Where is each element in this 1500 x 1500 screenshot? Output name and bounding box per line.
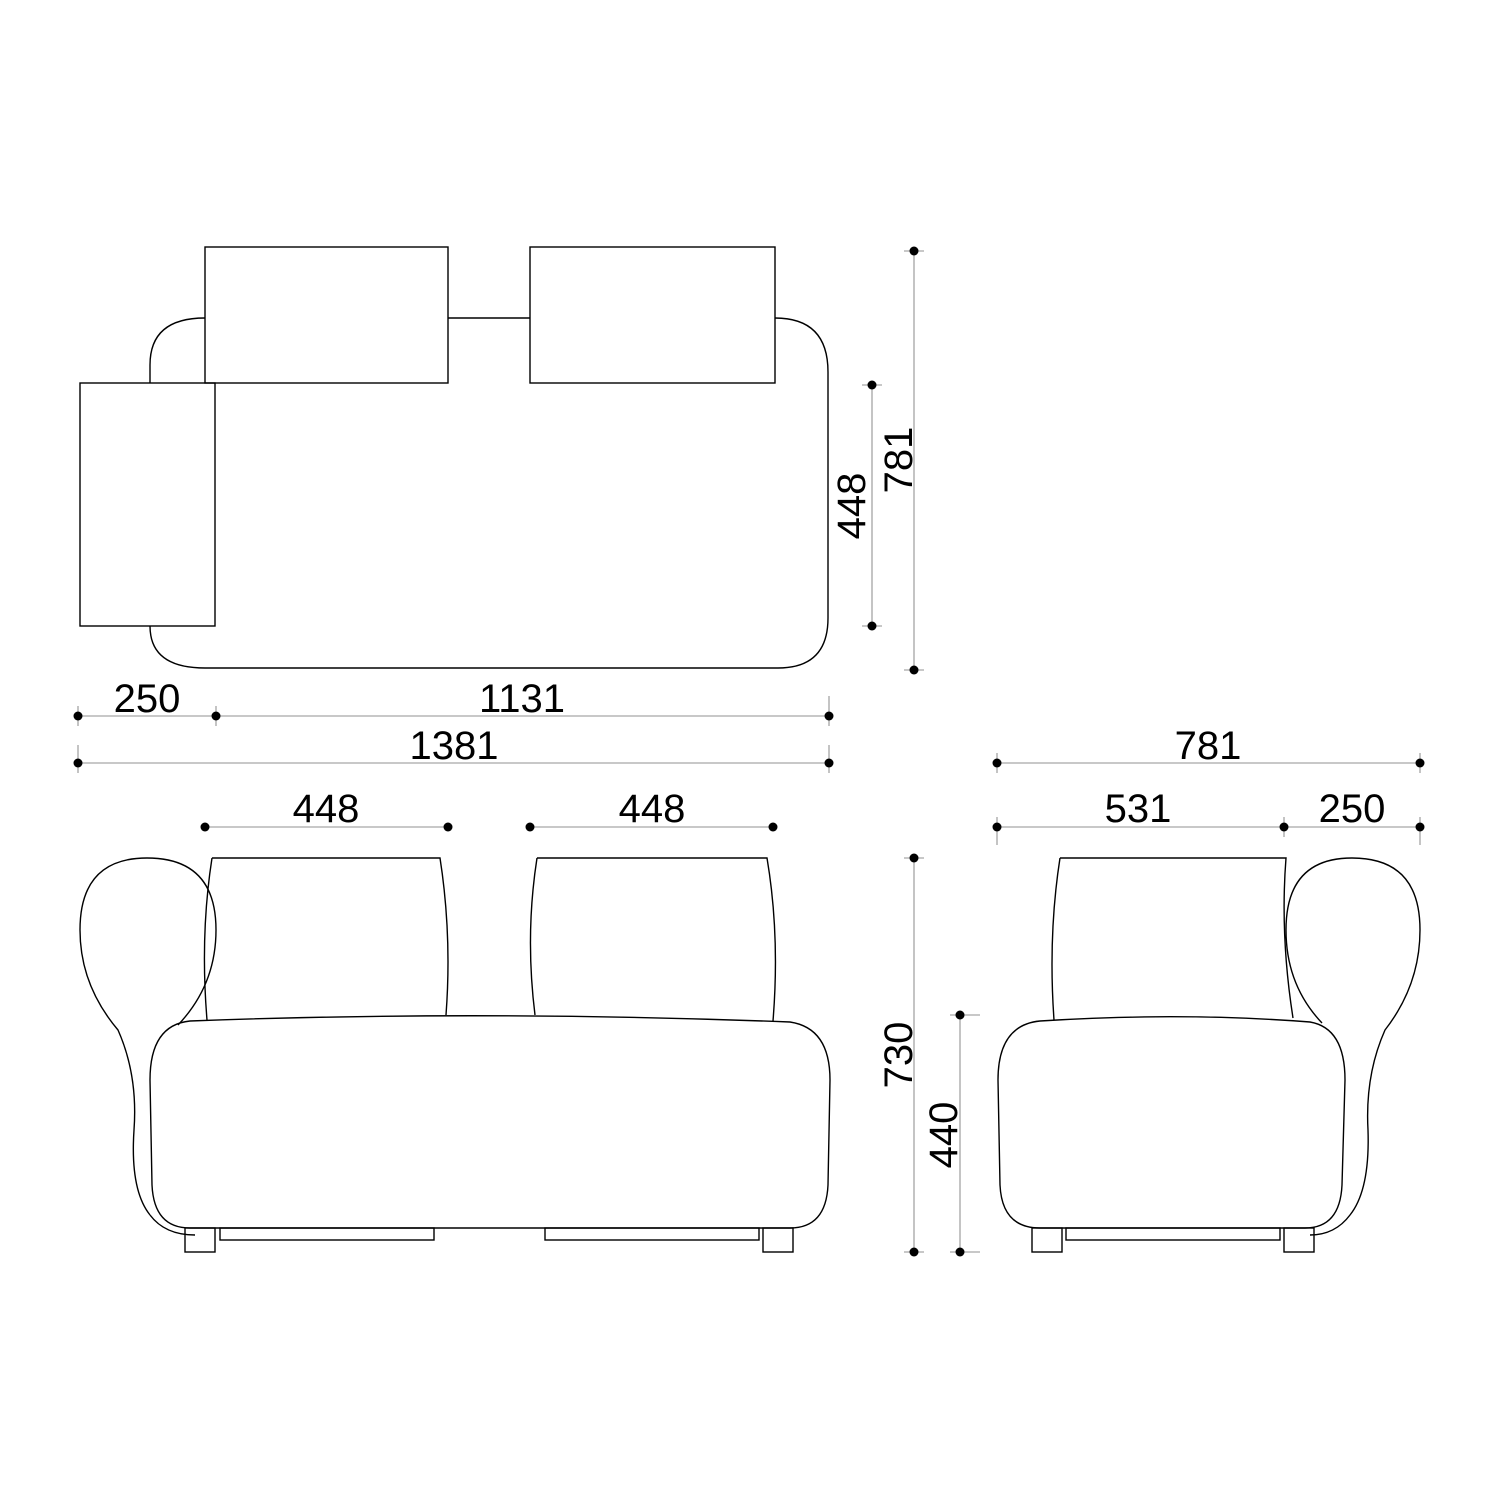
front-view-dims: 448 448 730 440 xyxy=(200,787,980,1257)
dim-top-seat-length: 1131 xyxy=(479,677,565,721)
dim-top-total-depth: 781 xyxy=(877,427,921,494)
front-view-seat xyxy=(149,1015,831,1229)
dim-dot xyxy=(909,246,919,256)
front-view-leg-right xyxy=(762,1227,794,1253)
front-view-back-cushion-right xyxy=(529,857,777,1022)
front-view xyxy=(79,857,831,1253)
dim-side-seat-depth: 531 xyxy=(1105,787,1172,831)
dim-dot xyxy=(200,822,210,832)
dim-dot xyxy=(1415,758,1425,768)
dim-dot xyxy=(1415,822,1425,832)
top-view-back-cushion-left xyxy=(204,246,449,384)
top-view-base-outline xyxy=(149,317,829,669)
dim-dot xyxy=(955,1247,965,1257)
front-view-leg-left xyxy=(184,1227,216,1253)
front-view-back-cushion-left xyxy=(203,857,449,1021)
dim-dot xyxy=(909,665,919,675)
dim-dot xyxy=(909,853,919,863)
side-view-dims: 781 531 250 xyxy=(992,724,1425,845)
dim-top-total-length: 1381 xyxy=(410,724,499,768)
dim-dot xyxy=(1279,822,1289,832)
dim-dot xyxy=(824,711,834,721)
top-view-length-dims: 250 1131 1381 xyxy=(73,677,834,773)
dim-dot xyxy=(867,380,877,390)
dim-front-cushion-right: 448 xyxy=(619,787,686,831)
dim-dot xyxy=(525,822,535,832)
side-view-seat xyxy=(997,1016,1346,1229)
dim-dot xyxy=(768,822,778,832)
top-view xyxy=(79,246,829,669)
side-view-arm xyxy=(1285,857,1421,1236)
front-view-arm xyxy=(79,857,217,1216)
dim-dot xyxy=(867,621,877,631)
dim-dot xyxy=(73,758,83,768)
dim-dot xyxy=(443,822,453,832)
dim-dot xyxy=(73,711,83,721)
dim-front-cushion-left: 448 xyxy=(293,787,360,831)
dim-side-total-depth: 781 xyxy=(1175,724,1242,768)
dim-side-arm-depth: 250 xyxy=(1319,787,1386,831)
side-view-leg-left xyxy=(1031,1227,1063,1253)
side-view-back-cushion xyxy=(1051,857,1294,1021)
dim-front-seat-height: 440 xyxy=(922,1102,966,1169)
dim-dot xyxy=(992,822,1002,832)
dim-dot xyxy=(824,758,834,768)
top-view-depth-dims: 448 781 xyxy=(830,246,924,675)
dim-top-seat-depth: 448 xyxy=(830,473,874,540)
top-view-arm xyxy=(79,382,216,627)
top-view-back-cushion-right xyxy=(529,246,776,384)
dim-dot xyxy=(992,758,1002,768)
side-view xyxy=(997,857,1421,1253)
dim-top-arm-depth: 250 xyxy=(114,677,181,721)
dim-dot xyxy=(211,711,221,721)
dim-dot xyxy=(909,1247,919,1257)
dim-front-total-height: 730 xyxy=(877,1022,921,1089)
side-view-leg-right xyxy=(1283,1227,1315,1253)
dim-dot xyxy=(955,1010,965,1020)
